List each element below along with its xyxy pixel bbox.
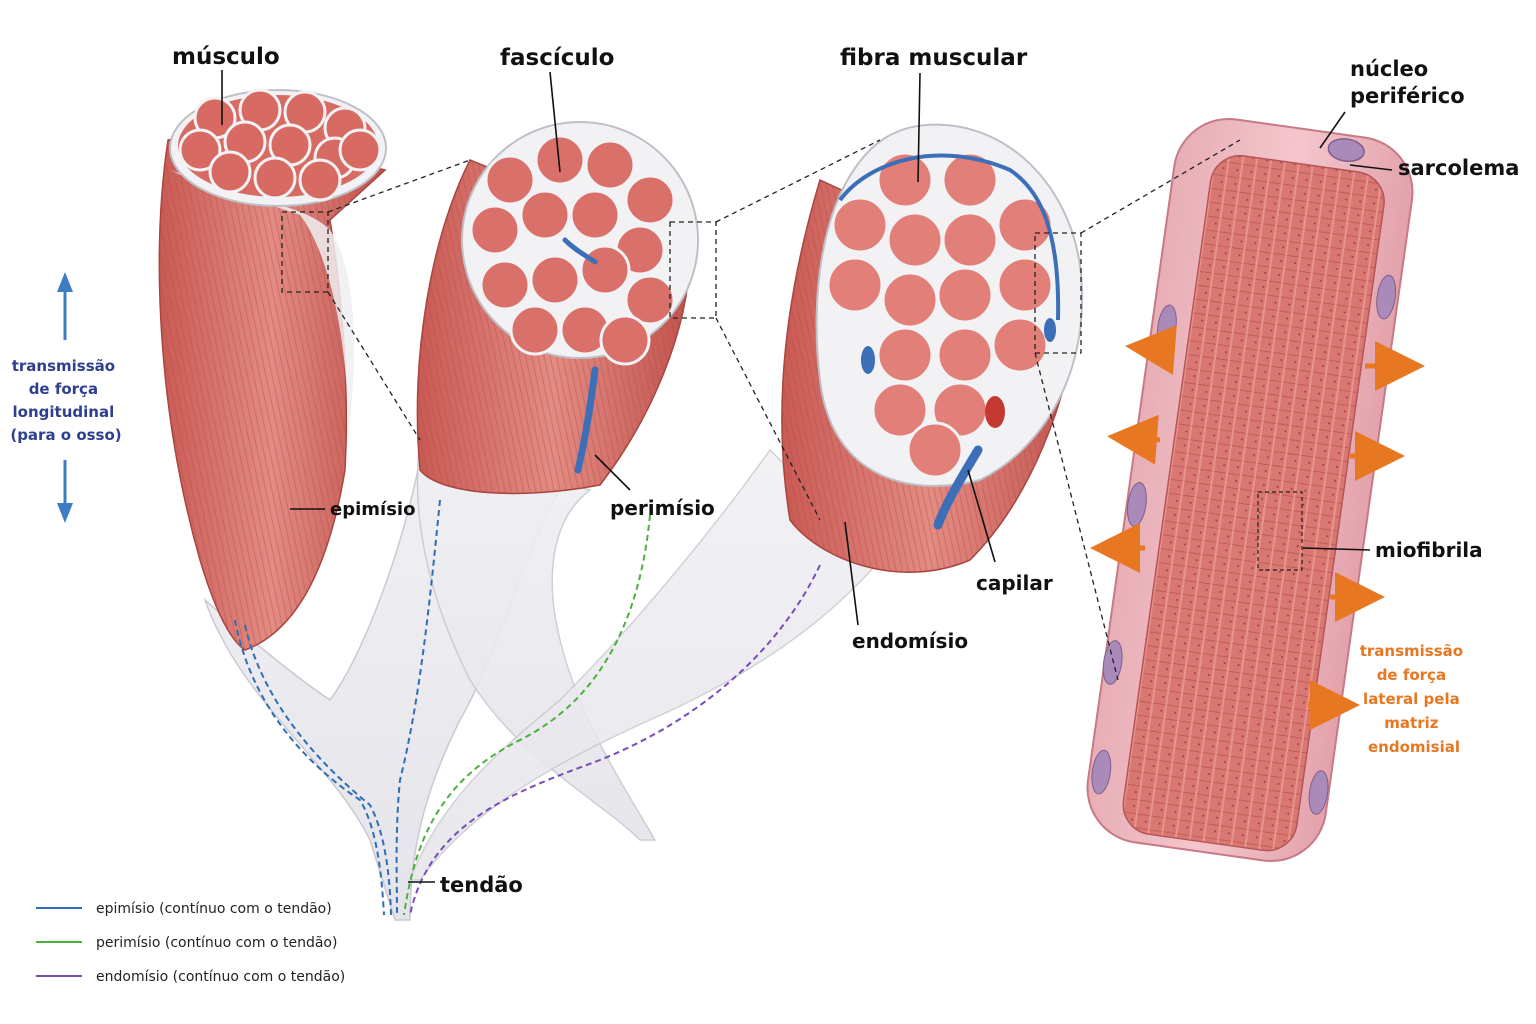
fascicle-fiber-bundle <box>519 189 571 241</box>
peripheral-nucleus <box>1327 138 1365 163</box>
legend-text-perimisio: perimísio (contínuo com o tendão) <box>96 935 337 951</box>
label-endomisio: endomísio <box>852 629 968 653</box>
label-leader-lines <box>221 70 1393 883</box>
myofibril-highlight-box <box>1257 491 1303 571</box>
fiber-tendon <box>408 448 882 881</box>
fascicle-fiber-bundle <box>469 204 521 256</box>
muscle-fiber-cell <box>991 316 1049 374</box>
legend: epimísio (contínuo com o tendão) perimís… <box>36 901 345 985</box>
muscle-fiber-cell <box>936 326 994 384</box>
legend-text-epimisio: epimísio (contínuo com o tendão) <box>96 901 332 917</box>
muscle-fascicle-cells <box>178 88 382 202</box>
legend-text-endomisio: endomísio (contínuo com o tendão) <box>96 969 345 985</box>
muscle-fascicle-cell <box>253 156 297 200</box>
muscle-fiber-cell <box>871 381 929 439</box>
label-fasciculo: fascículo <box>500 45 614 71</box>
muscle-fiber-cells <box>826 151 1054 479</box>
muscle-fascicle-cell <box>208 150 252 194</box>
muscle-fiber-cell <box>996 196 1054 254</box>
label-tendao: tendão <box>440 873 523 897</box>
lateral-force-arrows <box>1090 325 1425 730</box>
longitudinal-force-text: transmissão de força longitudinal (para … <box>10 357 121 444</box>
capillary-vessel <box>933 445 983 530</box>
fascicle-fiber-bundle <box>579 244 631 296</box>
fascicle-fiber-bundle <box>534 134 586 186</box>
fascicle-fiber-bundle <box>484 154 536 206</box>
tendon-continuity-lines <box>234 499 821 916</box>
label-perimisio: perimísio <box>610 496 715 520</box>
muscle-fiber-cell <box>831 196 889 254</box>
label-musculo: músculo <box>172 44 280 70</box>
label-epimisio: epimísio <box>330 499 415 520</box>
fascicle-fiber-bundles <box>469 134 676 366</box>
label-capilar: capilar <box>976 571 1053 595</box>
muscle-fascicle-cell <box>178 128 222 172</box>
fascicle-fiber-bundle <box>569 189 621 241</box>
single-fiber-illustration <box>1086 117 1414 863</box>
fascicle-vessel <box>574 366 599 474</box>
zoom-connectors <box>281 139 1241 681</box>
fascicle-fiber-bundle <box>509 304 561 356</box>
muscle-fascicle-cell <box>298 158 342 202</box>
fascicle-fiber-bundle <box>529 254 581 306</box>
longitudinal-force-arrow <box>57 272 73 523</box>
fascicle-fiber-bundle <box>479 259 531 311</box>
label-miofibrila: miofibrila <box>1375 538 1483 562</box>
label-fibra-muscular: fibra muscular <box>840 45 1028 71</box>
fascicle-fiber-bundle <box>599 314 651 366</box>
label-nucleo-periferico: núcleo periférico <box>1350 57 1465 108</box>
muscle-fiber-cell <box>886 211 944 269</box>
lateral-force-text: transmissão de força lateral pela matriz… <box>1360 642 1469 756</box>
fascicle-fiber-bundle <box>624 274 676 326</box>
muscle-fiber-cell <box>876 326 934 384</box>
muscle-fiber-cell <box>881 271 939 329</box>
muscle-fiber-cell <box>941 151 999 209</box>
fascicle-fiber-bundle <box>584 139 636 191</box>
muscle-fiber-cell <box>996 256 1054 314</box>
fascicle-fiber-bundle <box>624 174 676 226</box>
muscle-fiber-cell <box>941 211 999 269</box>
myofibrils <box>1122 154 1385 852</box>
muscle-fascicle-cell <box>338 128 382 172</box>
label-sarcolema: sarcolema <box>1398 156 1519 180</box>
fiber-illustration <box>408 123 1084 881</box>
muscle-fiber-cell <box>826 256 884 314</box>
muscle-fiber-cell <box>906 421 964 479</box>
muscle-fiber-cell <box>936 266 994 324</box>
